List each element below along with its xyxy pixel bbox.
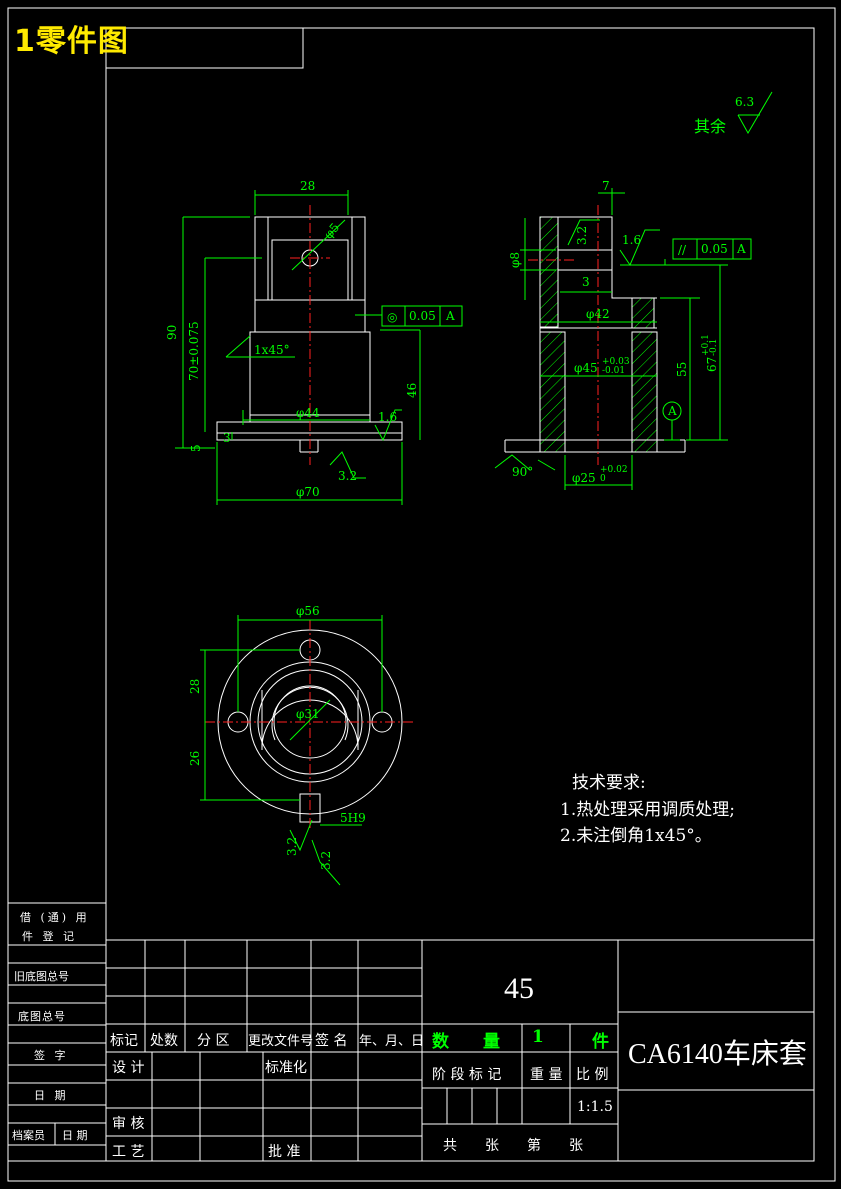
front-dia-70: φ70 [296, 485, 320, 499]
side-date: 日 期 [34, 1089, 69, 1102]
front-height-5: 5 [189, 444, 203, 452]
parallel-value: 0.05 [701, 242, 728, 256]
quantity-label: 数 量 [432, 1032, 500, 1052]
section-datum-a: A [667, 404, 677, 418]
part-name: CA6140车床套 [628, 1039, 807, 1070]
section-angle-90: 90° [512, 465, 533, 479]
section-dia-8: φ8 [508, 252, 522, 268]
top-slot-5h9: 5H9 [340, 811, 366, 825]
front-dimension-lines [175, 190, 463, 505]
material-value: 45 [504, 972, 534, 1005]
section-height-67-tol-low: -0.1 [709, 339, 719, 356]
surface-finish-other-symbol [737, 91, 773, 135]
requirement-1: 1.热处理采用调质处理; [560, 800, 735, 820]
front-step-3: 3 [223, 431, 231, 445]
header-zone: 分 区 [197, 1033, 230, 1049]
label-sheets: 共 张 第 张 [443, 1138, 583, 1154]
front-centerline [290, 205, 330, 465]
side-borrowed: 借 (通) 用 [20, 911, 90, 924]
parallel-symbol: // [678, 243, 687, 257]
label-design: 设 计 [112, 1060, 145, 1076]
section-dimension-text: 7 φ8 3.2 1.6 3 φ42 φ45 +0.03 -0.01 55 67… [508, 179, 746, 485]
section-width-7: 7 [602, 179, 610, 193]
top-view-dimension-text: φ56 φ31 28 26 5H9 3.2 3.2 [188, 604, 366, 870]
side-register: 件 登 记 [22, 930, 77, 943]
quantity-unit: 件 [592, 1032, 609, 1052]
side-sign: 签 字 [34, 1049, 69, 1062]
scale-value: 1:1.5 [577, 1099, 613, 1115]
section-roughness-32: 3.2 [575, 226, 589, 245]
section-outline [504, 216, 686, 453]
side-base: 底图总号 [18, 1010, 66, 1023]
section-hatch [539, 216, 658, 453]
title-block-frame [105, 939, 815, 1162]
section-dia-42: φ42 [586, 307, 610, 321]
header-change-doc: 更改文件号 [248, 1034, 314, 1049]
section-height-67-tol-up: +0.1 [701, 334, 711, 356]
top-view: φ56 φ31 28 26 5H9 3.2 3.2 [188, 604, 415, 886]
quantity-value: 1 [532, 1027, 544, 1047]
section-centerline [528, 205, 599, 465]
front-roughness-16: 1.6 [378, 410, 397, 424]
front-height-90: 90 [165, 325, 179, 340]
top-dia-56: φ56 [296, 604, 320, 618]
front-hole-dia: φ5 [321, 220, 342, 241]
label-scale: 比 例 [576, 1067, 609, 1083]
front-height-46: 46 [405, 383, 419, 398]
parallel-datum: A [736, 242, 746, 256]
coax-symbol: ◎ [387, 310, 397, 324]
header-date: 年、月、日 [359, 1034, 425, 1049]
top-dia-31: φ31 [296, 707, 320, 721]
section-dia-25: φ25 [572, 471, 596, 485]
front-roughness-32: 3.2 [338, 469, 357, 483]
header-sign: 签 名 [315, 1033, 348, 1049]
section-height-67: 67 [705, 357, 719, 372]
label-weight: 重 量 [530, 1067, 563, 1083]
top-roughness-b: 3.2 [319, 851, 333, 870]
sheet-title: 1零件图 [14, 24, 129, 59]
top-dim-28: 28 [188, 679, 202, 694]
surface-finish-label: 其余 [694, 117, 726, 136]
label-review: 审 核 [112, 1116, 145, 1132]
top-view-centerlines [205, 620, 415, 830]
requirements-heading: 技术要求: [572, 773, 646, 793]
section-height-55: 55 [675, 362, 689, 377]
front-width-28: 28 [300, 179, 315, 193]
side-old-base: 旧底图总号 [14, 970, 69, 983]
side-archivist-date: 日 期 [62, 1129, 88, 1142]
coax-datum: A [445, 309, 455, 323]
requirement-2: 2.未注倒角1x45°。 [560, 826, 712, 846]
top-dim-26: 26 [188, 751, 202, 766]
coax-value: 0.05 [409, 309, 436, 323]
label-approve: 批 准 [268, 1144, 301, 1160]
surface-finish-value: 6.3 [735, 95, 754, 109]
section-dia-45-tol-low: -0.01 [602, 366, 625, 376]
header-mark: 标记 [110, 1033, 138, 1049]
front-chamfer: 1x45° [254, 343, 290, 357]
section-dimension-lines [494, 188, 752, 490]
label-stage: 阶 段 标 记 [432, 1067, 502, 1083]
section-roughness-16: 1.6 [622, 233, 641, 247]
top-roughness-a: 3.2 [285, 837, 299, 856]
section-dia-45-tol-up: +0.03 [602, 357, 630, 367]
top-view-dimension-lines [200, 615, 383, 886]
front-height-70: 70±0.075 [187, 321, 201, 381]
section-dia-25-tol-low: 0 [600, 474, 606, 484]
section-dia-45: φ45 [574, 361, 598, 375]
section-dia-25-tol-up: +0.02 [600, 465, 628, 475]
label-process: 工 艺 [112, 1144, 145, 1160]
section-view: 7 φ8 3.2 1.6 3 φ42 φ45 +0.03 -0.01 55 67… [494, 179, 752, 490]
front-dia-44: φ44 [296, 406, 320, 420]
label-standard: 标准化 [265, 1060, 307, 1076]
section-dim-3: 3 [582, 275, 590, 289]
side-archivist: 档案员 [12, 1129, 45, 1142]
header-count: 处数 [150, 1033, 178, 1049]
